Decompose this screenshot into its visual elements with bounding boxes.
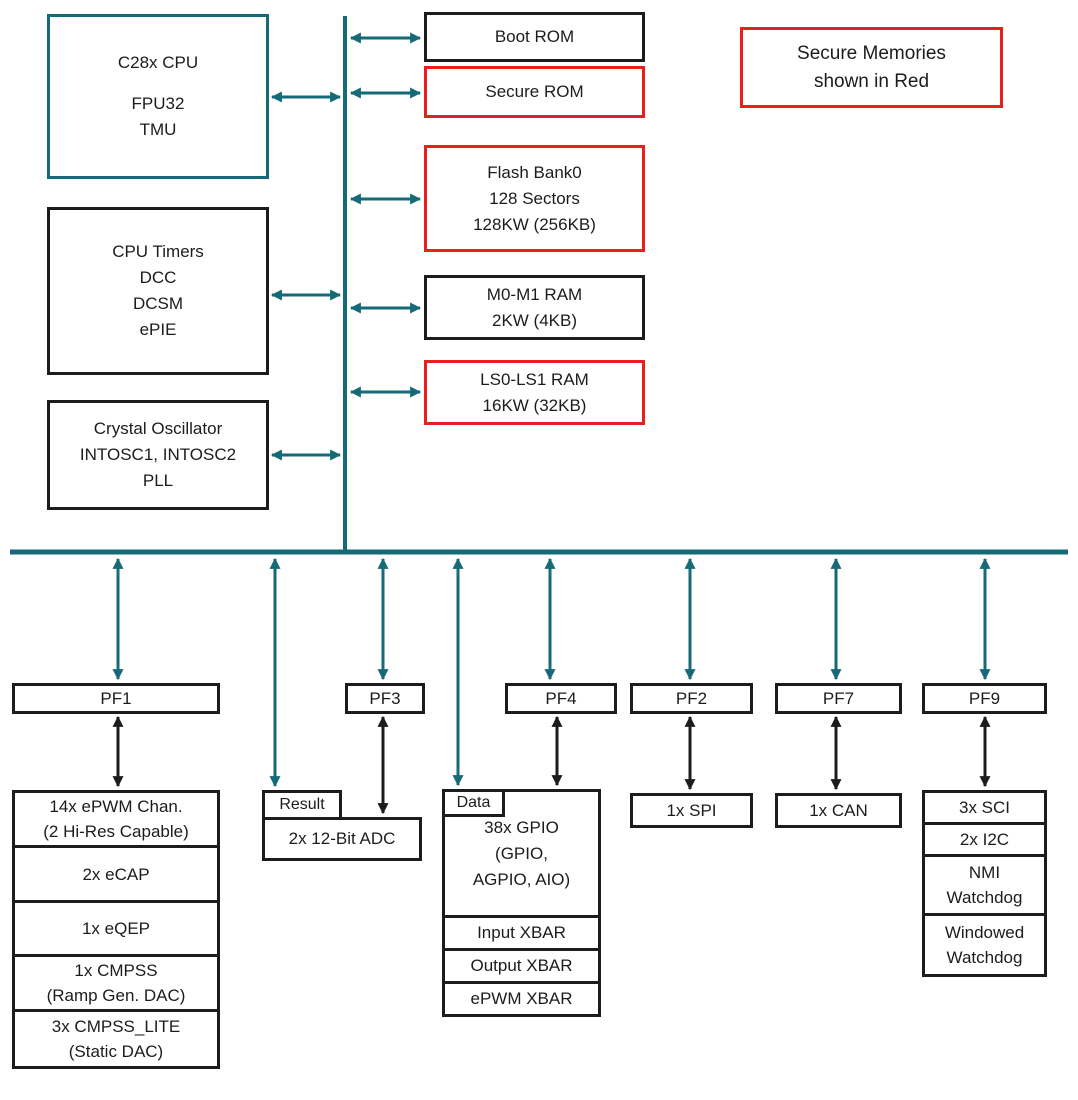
output-xbar-row: Output XBAR [445,948,598,981]
m0m1-ram-box: M0-M1 RAM 2KW (4KB) [424,275,645,340]
gpio-line: (GPIO, [495,843,548,863]
pf3-label: PF3 [369,688,401,708]
adc-label: 2x 12-Bit ADC [288,829,396,848]
epwm-xbar-label: ePWM XBAR [470,989,573,1008]
oscillator-box: Crystal Oscillator INTOSC1, INTOSC2 PLL [47,400,269,510]
cmpss-lite-line: 3x CMPSS_LITE [51,1017,181,1036]
epwm-line: (2 Hi-Res Capable) [43,822,189,841]
boot-rom-box: Boot ROM [424,12,645,62]
sci-box: 3x SCI [922,790,1047,825]
cpu-fpu32: FPU32 [131,94,185,113]
data-tab: Data [442,789,505,817]
flash-sectors-line: 128 Sectors [489,188,580,208]
ecap-label: 2x eCAP [82,864,150,884]
nmi-watchdog-line: NMI [968,863,1001,882]
cpu-tmu: TMU [139,120,177,139]
spi-box: 1x SPI [630,793,753,828]
data-tab-label: Data [456,794,491,811]
sci-label: 3x SCI [958,798,1011,817]
pf7-box: PF7 [775,683,902,714]
can-box: 1x CAN [775,793,902,828]
input-xbar-row: Input XBAR [445,915,598,948]
spi-label: 1x SPI [666,800,717,820]
pf9-box: PF9 [922,683,1047,714]
secure-rom-box: Secure ROM [424,66,645,118]
m0m1-line: M0-M1 RAM [486,284,583,304]
legend-line: Secure Memories [797,42,946,64]
cmpss-lite-box: 3x CMPSS_LITE (Static DAC) [12,1009,220,1069]
cmpss-line: (Ramp Gen. DAC) [46,986,186,1005]
pf1-label: PF1 [100,688,132,708]
cmpss-box: 1x CMPSS (Ramp Gen. DAC) [12,954,220,1012]
flash-bank0-box: Flash Bank0 128 Sectors 128KW (256KB) [424,145,645,252]
pf4-box: PF4 [505,683,617,714]
input-xbar-label: Input XBAR [477,923,566,942]
osc-line: Crystal Oscillator [93,419,223,438]
pf3-box: PF3 [345,683,425,714]
eqep-label: 1x eQEP [81,919,151,938]
pf1-box: PF1 [12,683,220,714]
epwm-box: 14x ePWM Chan. (2 Hi-Res Capable) [12,790,220,848]
m0m1-size-line: 2KW (4KB) [491,310,578,330]
ecap-box: 2x eCAP [12,845,220,903]
pf1-peripheral-stack: 14x ePWM Chan. (2 Hi-Res Capable) 2x eCA… [12,790,220,1069]
secure-rom-label: Secure ROM [485,82,584,101]
pf7-label: PF7 [822,688,855,708]
cpu-title: C28x CPU [117,53,199,72]
gpio-section: 38x GPIO (GPIO, AGPIO, AIO) [445,792,598,915]
timers-line: CPU Timers [112,242,204,261]
gpio-line: 38x GPIO [484,817,559,837]
cmpss-lite-line: (Static DAC) [68,1042,164,1061]
epie-line: ePIE [139,320,177,339]
flash-size-line: 128KW (256KB) [473,214,596,234]
windowed-watchdog-box: Windowed Watchdog [922,913,1047,977]
gpio-line: AGPIO, AIO) [472,869,571,889]
windowed-watchdog-line: Windowed [944,923,1025,942]
epwm-line: 14x ePWM Chan. [49,797,183,816]
pf9-peripheral-stack: 3x SCI 2x I2C NMI Watchdog Windowed Watc… [922,790,1047,977]
ls-ram-size-line: 16KW (32KB) [482,395,587,415]
pf9-label: PF9 [968,688,1001,708]
flash-line: Flash Bank0 [487,162,582,182]
intosc-line: INTOSC1, INTOSC2 [79,445,237,464]
cpu-timers-box: CPU Timers DCC DCSM ePIE [47,207,269,375]
pf4-label: PF4 [545,688,577,708]
result-tab: Result [262,790,342,820]
pll-line: PLL [142,471,174,490]
result-tab-label: Result [279,796,325,813]
c28x-cpu-box: C28x CPU FPU32 TMU [47,14,269,179]
dcsm-line: DCSM [132,294,184,313]
boot-rom-label: Boot ROM [494,27,575,46]
dcc-line: DCC [139,268,177,287]
epwm-xbar-row: ePWM XBAR [445,981,598,1014]
i2c-box: 2x I2C [922,822,1047,857]
output-xbar-label: Output XBAR [470,956,573,975]
ls-ram-line: LS0-LS1 RAM [480,369,589,389]
windowed-watchdog-line: Watchdog [946,948,1023,967]
nmi-watchdog-line: Watchdog [946,888,1023,907]
gpio-xbar-box: 38x GPIO (GPIO, AGPIO, AIO) Input XBAR O… [442,789,601,1017]
legend-line: shown in Red [813,70,930,92]
pf2-label: PF2 [675,688,708,708]
eqep-box: 1x eQEP [12,900,220,957]
cmpss-line: 1x CMPSS [74,961,158,980]
pf2-box: PF2 [630,683,753,714]
i2c-label: 2x I2C [959,830,1010,849]
can-label: 1x CAN [809,800,868,820]
legend-box: Secure Memories shown in Red [740,27,1003,108]
ls-ram-box: LS0-LS1 RAM 16KW (32KB) [424,360,645,425]
nmi-watchdog-box: NMI Watchdog [922,854,1047,916]
adc-box: 2x 12-Bit ADC [262,817,422,861]
